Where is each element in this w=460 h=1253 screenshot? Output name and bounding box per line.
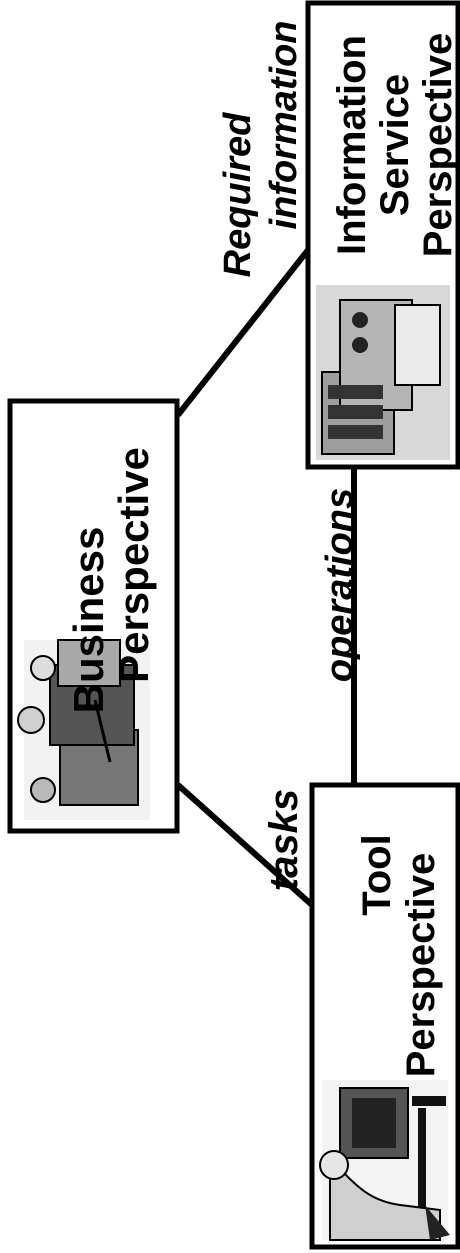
- tool-perspective-line2: Perspective: [399, 853, 443, 1078]
- business-perspective-box: Business Perspective: [7, 398, 180, 834]
- information-perspective-line2: Service: [373, 74, 417, 216]
- line-business-to-information: [175, 248, 311, 417]
- business-perspective-line2: Perspective: [110, 447, 157, 683]
- required-information-line2: information: [263, 21, 305, 230]
- tool-perspective-line1: Tool: [355, 834, 399, 915]
- required-information-line1: Required: [217, 112, 259, 277]
- business-perspective-line1: Business: [65, 527, 112, 714]
- tool-perspective-box: Tool Perspective: [309, 782, 460, 1250]
- business-people-icon: [17, 639, 150, 820]
- operations-label: operations: [319, 488, 361, 682]
- person-at-computer-icon: [319, 1080, 450, 1241]
- tasks-label: tasks: [262, 789, 306, 891]
- information-perspective-line3: Perspective: [416, 33, 460, 258]
- information-perspective-line1: Information: [330, 35, 374, 255]
- server-rack-icon: [316, 285, 450, 460]
- connector-lines: [175, 248, 357, 908]
- information-service-perspective-box: Information Service Perspective: [305, 0, 460, 470]
- line-business-to-tool: [175, 782, 315, 908]
